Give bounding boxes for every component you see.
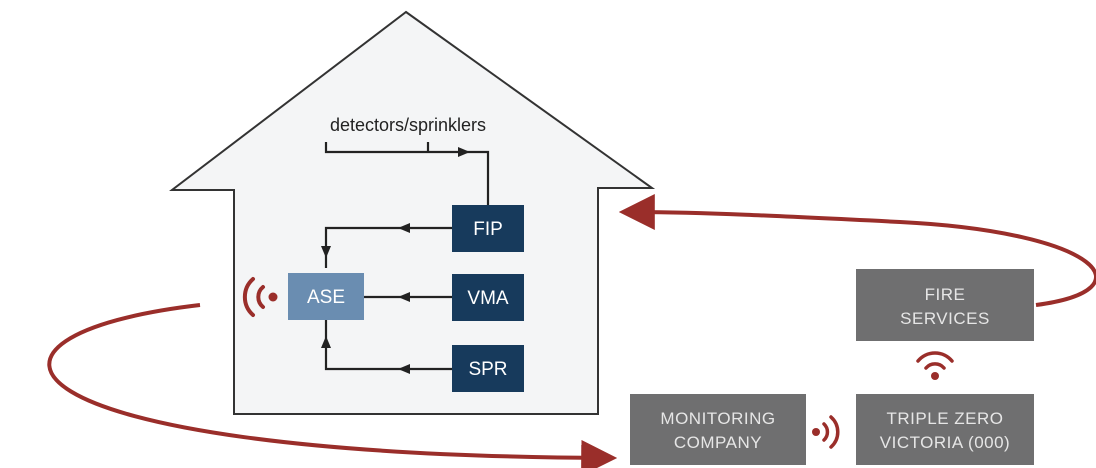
monitoring-company-box: MONITORING COMPANY <box>630 394 806 465</box>
monitoring-signal-icon <box>812 415 840 449</box>
triple-zero-box: TRIPLE ZERO VICTORIA (000) <box>856 394 1034 465</box>
house-outline <box>169 10 656 415</box>
svg-text:SERVICES: SERVICES <box>900 309 990 328</box>
spr-node: SPR <box>452 345 524 392</box>
svg-text:TRIPLE ZERO: TRIPLE ZERO <box>887 409 1004 428</box>
fip-node: FIP <box>452 205 524 252</box>
ase-wireless-signal-icon <box>242 277 278 317</box>
wire-arrowheads <box>321 147 470 374</box>
detectors-sprinklers-label: detectors/sprinklers <box>330 115 486 135</box>
svg-text:FIP: FIP <box>473 219 503 240</box>
ase-node: ASE <box>288 273 364 320</box>
fire-services-to-house-arrow <box>618 194 1096 307</box>
svg-text:FIRE: FIRE <box>925 285 966 304</box>
svg-text:MONITORING: MONITORING <box>660 409 775 428</box>
triple-zero-signal-icon <box>916 351 954 380</box>
svg-text:COMPANY: COMPANY <box>674 433 762 452</box>
svg-text:SPR: SPR <box>468 359 507 380</box>
ase-to-monitoring-arrow <box>47 303 618 468</box>
svg-text:ASE: ASE <box>307 287 345 308</box>
svg-text:VICTORIA (000): VICTORIA (000) <box>880 433 1010 452</box>
svg-text:VMA: VMA <box>467 288 509 309</box>
vma-node: VMA <box>452 274 524 321</box>
fire-services-box: FIRE SERVICES <box>856 269 1034 341</box>
